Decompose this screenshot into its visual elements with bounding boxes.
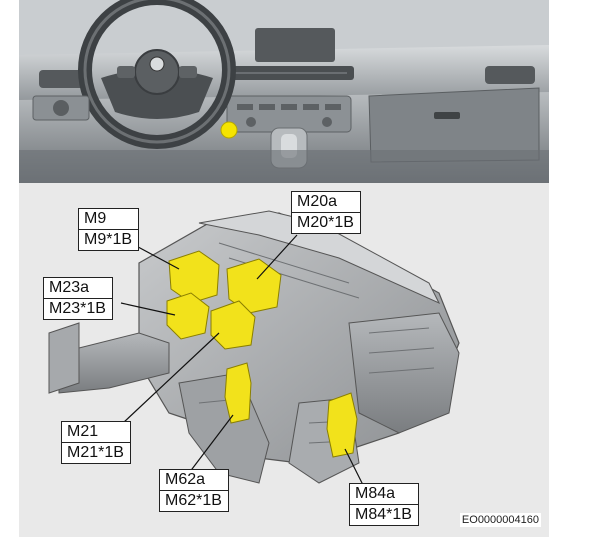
component-m84 (326, 392, 358, 458)
label-m21: M21 M21*1B (61, 421, 131, 464)
label-m20-line2: M20*1B (292, 212, 360, 233)
label-m23: M23a M23*1B (43, 277, 113, 320)
label-m20: M20a M20*1B (291, 191, 361, 234)
label-m84-line2: M84*1B (350, 504, 418, 525)
component-m23 (166, 292, 210, 340)
label-m23-line1: M23a (49, 279, 90, 296)
label-m84: M84a M84*1B (349, 483, 419, 526)
hvac-illustration: M9 M9*1B M20a M20*1B M23a M23*1B M21 M21… (19, 183, 549, 537)
label-m62-line2: M62*1B (160, 490, 228, 511)
component-m62 (224, 362, 252, 424)
label-m62: M62a M62*1B (159, 469, 229, 512)
label-m84-line1: M84a (355, 485, 396, 502)
hvac-drawing (48, 210, 460, 486)
label-m9-line1: M9 (84, 210, 107, 227)
label-m21-line2: M21*1B (62, 442, 130, 463)
figure-code: EO0000004160 (459, 513, 541, 527)
label-m20-line1: M20a (297, 193, 338, 210)
dashboard-photo (19, 0, 549, 183)
figure-frame: M9 M9*1B M20a M20*1B M23a M23*1B M21 M21… (19, 0, 549, 537)
label-m62-line1: M62a (165, 471, 206, 488)
component-m21 (210, 300, 256, 350)
label-m21-line1: M21 (67, 423, 99, 440)
location-marker (220, 121, 238, 139)
dashboard-drawing (19, 0, 549, 183)
label-m9-line2: M9*1B (79, 229, 139, 250)
label-m9: M9 M9*1B (78, 208, 140, 251)
component-m9 (168, 250, 220, 304)
label-m23-line2: M23*1B (44, 298, 112, 319)
component-m20 (226, 258, 282, 314)
